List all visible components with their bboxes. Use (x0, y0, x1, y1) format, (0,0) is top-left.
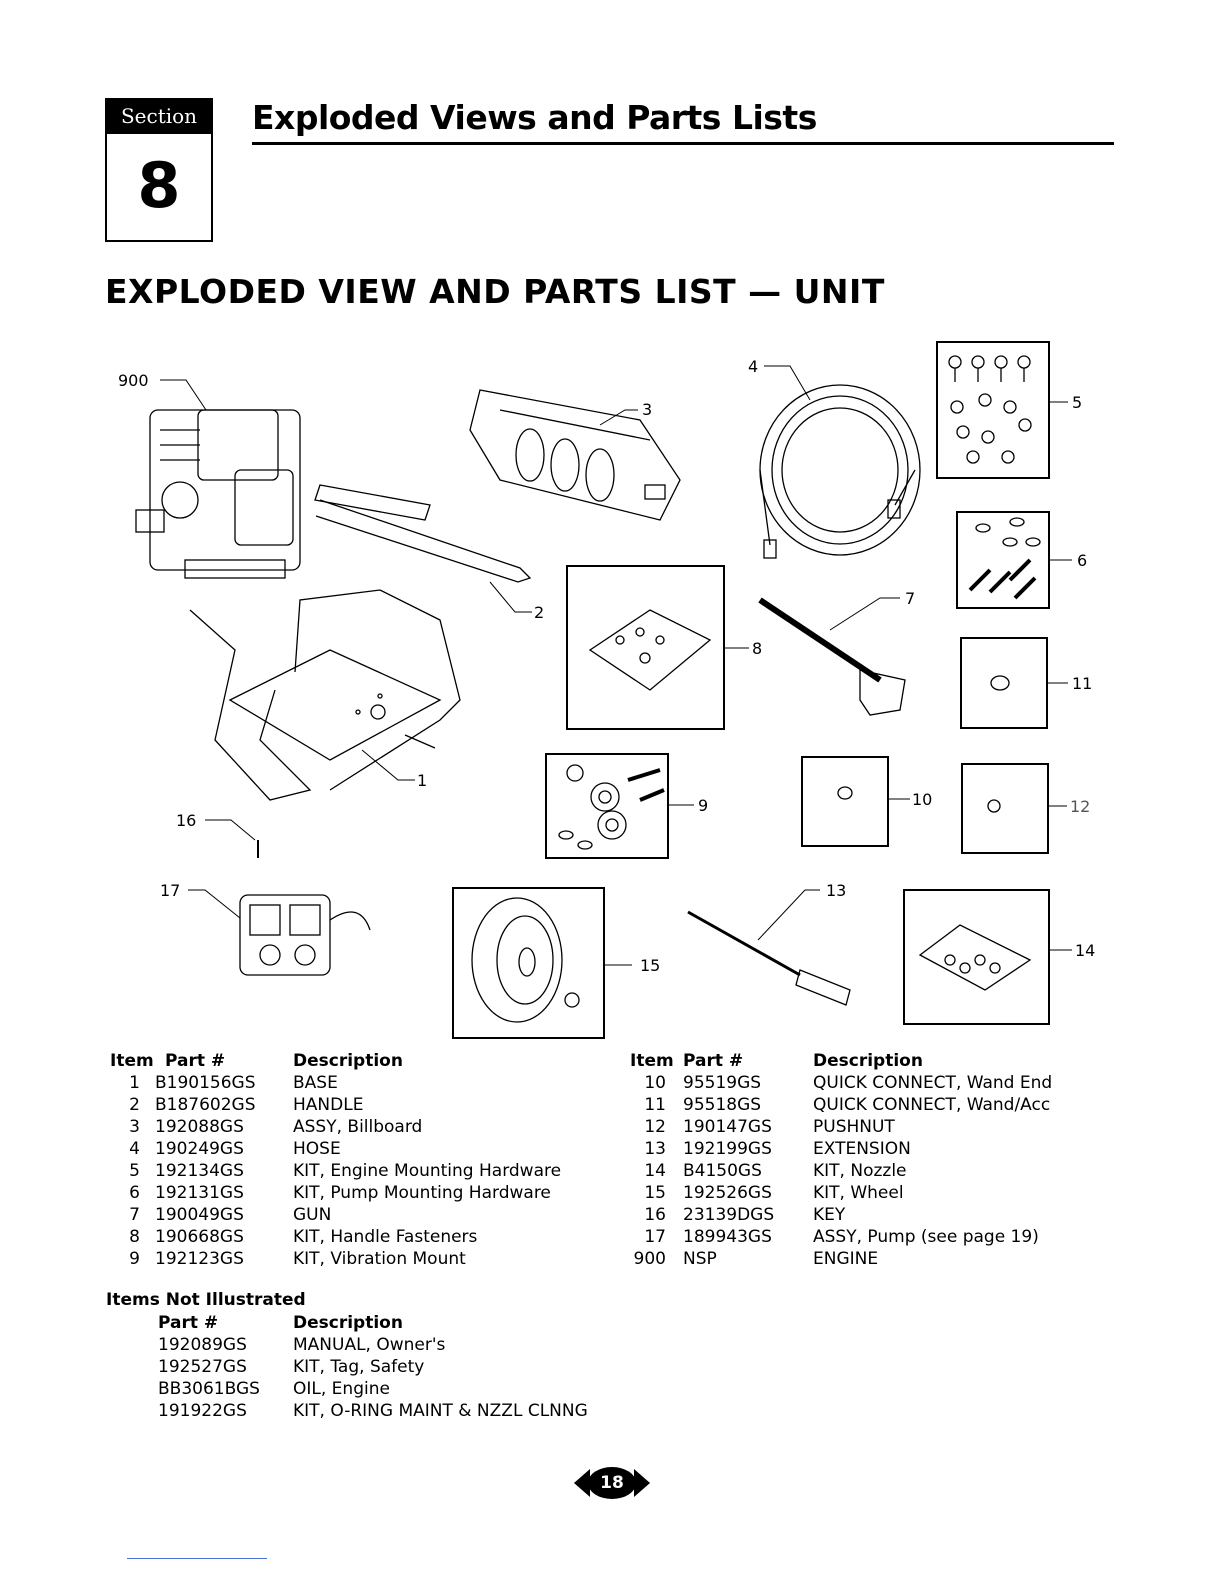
callout-7: 7 (905, 589, 915, 608)
callout-8: 8 (752, 639, 762, 658)
section-title-rule (252, 142, 1114, 145)
handle-illustration (314, 484, 532, 583)
page-heading: EXPLODED VIEW AND PARTS LIST — UNIT (105, 272, 885, 311)
wheel-illustration (471, 897, 580, 1023)
extension-illustration (687, 910, 851, 1006)
table-header: Item Part # Description (630, 1050, 1130, 1072)
section-number: 8 (105, 134, 213, 242)
engine-mount-hardware-illustration (948, 355, 1032, 464)
header-part: Part # (683, 1051, 744, 1071)
header-description: Description (293, 1051, 403, 1071)
callout-12: 12 (1070, 797, 1090, 816)
vibration-mount-illustration (558, 764, 665, 850)
footer-line (127, 1558, 267, 1559)
callout-13: 13 (826, 881, 846, 900)
handle-fasteners-illustration (588, 609, 712, 691)
exploded-view-diagram: 900 3 4 5 6 2 7 8 11 1 9 10 12 16 17 13 … (118, 341, 1095, 1039)
callout-1: 1 (417, 771, 427, 790)
section-badge-label: Section (105, 98, 213, 134)
header-item: Item (110, 1051, 154, 1071)
engine-illustration (135, 409, 301, 579)
hose-illustration (759, 384, 921, 559)
header-item: Item (630, 1051, 674, 1071)
header-description: Description (293, 1313, 403, 1333)
callout-9: 9 (698, 796, 708, 815)
callout-10: 10 (912, 790, 932, 809)
header-description: Description (813, 1051, 923, 1071)
callout-11: 11 (1072, 674, 1092, 693)
callout-5: 5 (1072, 393, 1082, 412)
callout-14: 14 (1075, 941, 1095, 960)
callout-2: 2 (534, 603, 544, 622)
header-part: Part # (165, 1051, 226, 1071)
base-illustration (189, 589, 461, 801)
billboard-illustration (469, 389, 681, 521)
pump-illustration (239, 894, 371, 976)
table-header: Item Part # Description (110, 1050, 610, 1072)
callout-4: 4 (748, 357, 758, 376)
pump-mount-hardware-illustration (968, 517, 1041, 600)
page-number-badge (574, 1467, 650, 1499)
gun-illustration (758, 597, 906, 716)
page-number: 18 (600, 1473, 624, 1493)
header-part: Part # (158, 1313, 219, 1333)
callout-15: 15 (640, 956, 660, 975)
callout-6: 6 (1077, 551, 1087, 570)
nozzle-kit-illustration (918, 924, 1032, 991)
table-header: Part # Description (158, 1312, 758, 1334)
callout-3: 3 (642, 400, 652, 419)
callout-900: 900 (118, 371, 149, 390)
callout-17: 17 (160, 881, 180, 900)
callout-16: 16 (176, 811, 196, 830)
not-illustrated-title: Items Not Illustrated (106, 1290, 306, 1310)
section-title: Exploded Views and Parts Lists (252, 98, 817, 137)
